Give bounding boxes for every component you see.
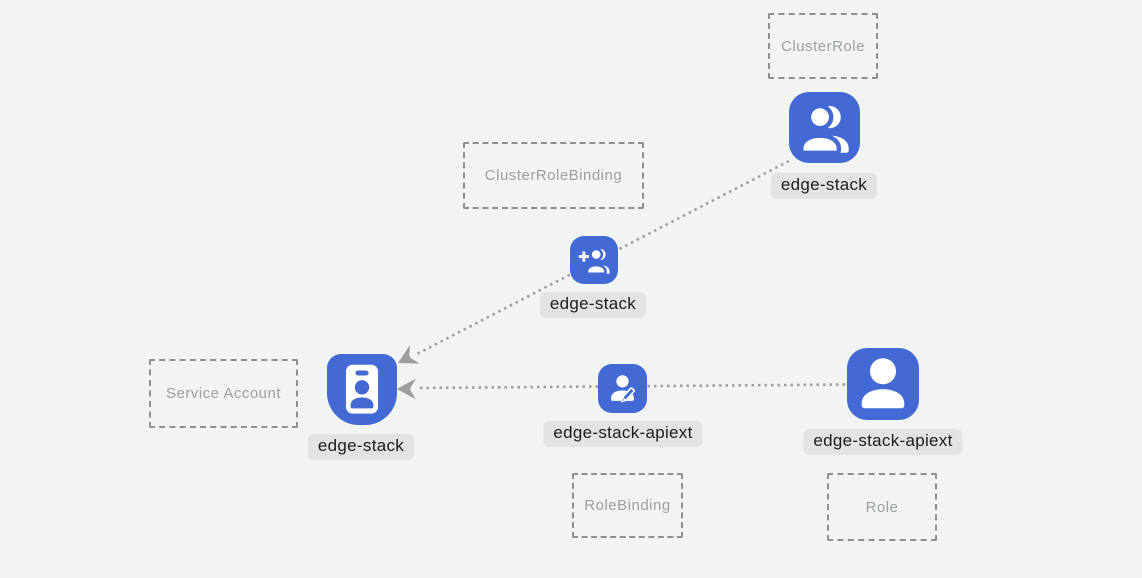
rolebinding-node-label: edge-stack-apiext [543,421,703,447]
clusterrolebinding-type-label: ClusterRoleBinding [484,167,623,184]
rolebinding-type-label: RoleBinding [584,497,671,514]
role-type-box: Role [827,473,937,541]
clusterrolebinding-node-label: edge-stack [539,292,647,318]
serviceaccount-type-label: Service Account [165,385,282,402]
person-edit-icon [611,375,635,403]
rolebinding-node [598,364,647,413]
id-badge-icon [345,364,379,414]
people-icon [799,103,849,156]
clusterrole-node [789,92,860,163]
clusterrole-type-label: ClusterRole [781,37,865,55]
role-node-label: edge-stack-apiext [803,429,963,455]
clusterrolebinding-node [570,236,618,284]
person-add-icon [578,247,610,276]
clusterrole-type-box: ClusterRole [768,13,878,79]
clusterrole-node-label: edge-stack [770,173,878,199]
role-node [847,348,919,420]
serviceaccount-type-box: Service Account [149,359,298,428]
role-type-label: Role [865,498,899,516]
person-icon [861,358,905,409]
clusterrolebinding-type-box: ClusterRoleBinding [463,142,644,209]
arrowhead-horizontal-icon [397,378,416,400]
serviceaccount-node [327,354,397,425]
arrowhead-diagonal-icon [398,344,420,364]
serviceaccount-node-label: edge-stack [307,434,415,460]
rolebinding-type-box: RoleBinding [572,473,683,538]
